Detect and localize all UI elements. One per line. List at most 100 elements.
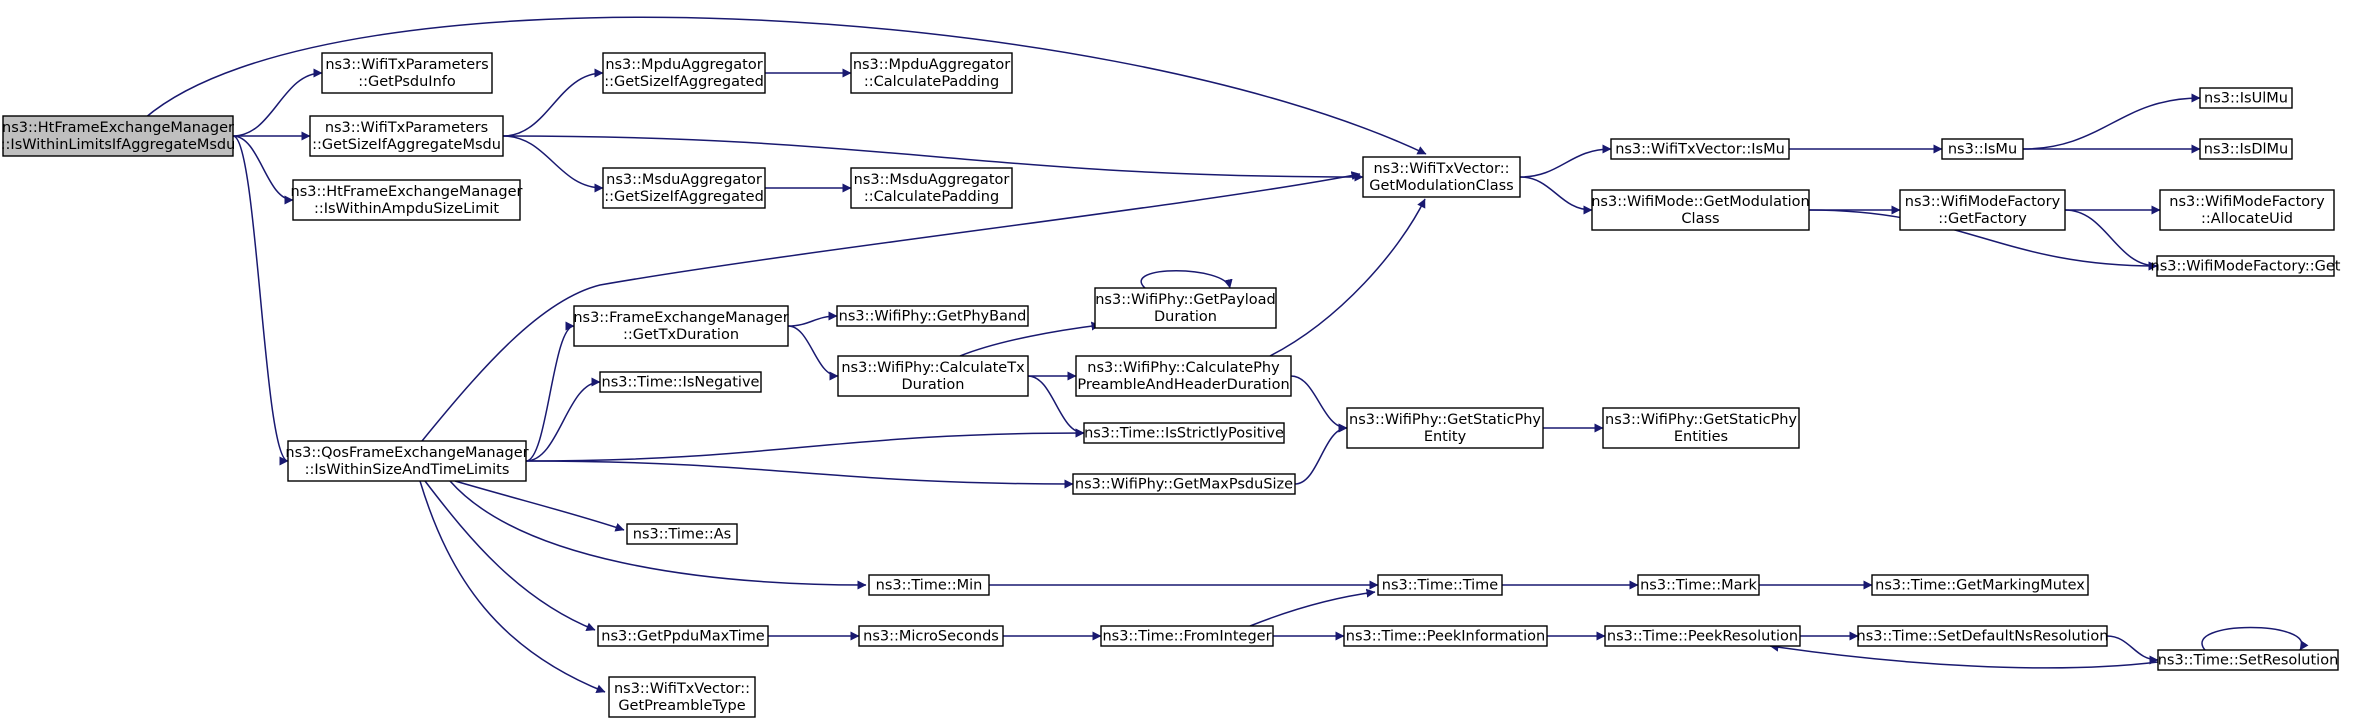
- node-htfem_ampdu[interactable]: ns3::HtFrameExchangeManager::IsWithinAmp…: [291, 179, 523, 221]
- node-phy_band[interactable]: ns3::WifiPhy::GetPhyBand: [836, 305, 1029, 327]
- node-label: ns3::Time::IsStrictlyPositive: [1084, 426, 1284, 442]
- node-box[interactable]: [1075, 355, 1292, 397]
- node-box[interactable]: [1637, 574, 1760, 596]
- node-box[interactable]: [309, 115, 504, 157]
- node-ismu[interactable]: ns3::IsMu: [1941, 138, 2024, 160]
- node-box[interactable]: [626, 523, 738, 545]
- node-box[interactable]: [602, 167, 766, 209]
- node-box[interactable]: [858, 625, 1004, 647]
- node-box[interactable]: [597, 625, 769, 647]
- node-box[interactable]: [287, 440, 527, 482]
- node-box[interactable]: [2199, 87, 2293, 109]
- node-box[interactable]: [292, 179, 521, 221]
- edge-qos_limits-to-fem_gettx: [525, 321, 575, 462]
- node-isulmu[interactable]: ns3::IsUlMu: [2199, 87, 2293, 109]
- node-mpdu_pad[interactable]: ns3::MpduAggregator::CalculatePadding: [850, 52, 1013, 94]
- node-time_fromint[interactable]: ns3::Time::FromInteger: [1100, 625, 1274, 647]
- node-time_peekres[interactable]: ns3::Time::PeekResolution: [1604, 625, 1801, 647]
- node-box[interactable]: [1871, 574, 2089, 596]
- node-box[interactable]: [2157, 649, 2339, 671]
- node-box[interactable]: [2159, 189, 2335, 231]
- node-wtp_getpsdu[interactable]: ns3::WifiTxParameters::GetPsduInfo: [321, 52, 493, 94]
- node-label: ns3::Time::Min: [876, 578, 983, 594]
- node-label: ns3::WifiPhy::CalculateTx: [841, 360, 1025, 376]
- node-txv_preamble[interactable]: ns3::WifiTxVector::GetPreambleType: [608, 676, 756, 718]
- node-isdlmu[interactable]: ns3::IsDlMu: [2199, 138, 2293, 160]
- node-time_setdef[interactable]: ns3::Time::SetDefaultNsResolution: [1857, 625, 2109, 647]
- node-mf_alloc[interactable]: ns3::WifiModeFactory::AllocateUid: [2159, 189, 2335, 231]
- node-box[interactable]: [1602, 407, 1800, 449]
- node-msdu_pad[interactable]: ns3::MsduAggregator::CalculatePadding: [850, 167, 1013, 209]
- node-box[interactable]: [1094, 287, 1277, 329]
- edge-qos_limits-to-ppdu_max: [424, 480, 596, 631]
- node-micro[interactable]: ns3::MicroSeconds: [858, 625, 1004, 647]
- node-box[interactable]: [1377, 574, 1503, 596]
- node-mode_getmod[interactable]: ns3::WifiMode::GetModulationClass: [1591, 189, 1810, 231]
- node-phy_maxpsdu[interactable]: ns3::WifiPhy::GetMaxPsduSize: [1072, 473, 1296, 495]
- node-label: ns3::Time::As: [633, 527, 731, 543]
- node-label: ns3::WifiPhy::GetStaticPhy: [1349, 412, 1541, 428]
- node-box[interactable]: [2199, 138, 2293, 160]
- node-time_peekinfo[interactable]: ns3::Time::PeekInformation: [1343, 625, 1548, 647]
- node-box[interactable]: [868, 574, 990, 596]
- node-qos_limits[interactable]: ns3::QosFrameExchangeManager::IsWithinSi…: [285, 440, 529, 482]
- node-box[interactable]: [1899, 189, 2066, 231]
- node-box[interactable]: [836, 305, 1029, 327]
- node-label: ns3::Time::GetMarkingMutex: [1875, 578, 2085, 594]
- node-box[interactable]: [1362, 156, 1521, 198]
- node-phy_preamble[interactable]: ns3::WifiPhy::CalculatePhyPreambleAndHea…: [1075, 355, 1292, 397]
- node-msdu_getsize[interactable]: ns3::MsduAggregator::GetSizeIfAggregated: [602, 167, 766, 209]
- node-box[interactable]: [837, 355, 1029, 397]
- node-mpdu_getsize[interactable]: ns3::MpduAggregator::GetSizeIfAggregated: [602, 52, 766, 94]
- node-time_setres[interactable]: ns3::Time::SetResolution: [2157, 649, 2339, 671]
- node-time_time[interactable]: ns3::Time::Time: [1377, 574, 1503, 596]
- node-label: ns3::FrameExchangeManager: [573, 310, 788, 326]
- node-txv_getmod[interactable]: ns3::WifiTxVector::GetModulationClass: [1362, 156, 1521, 198]
- edge-wtp_getsize-to-msdu_getsize: [502, 135, 604, 193]
- node-ppdu_max[interactable]: ns3::GetPpduMaxTime: [597, 625, 769, 647]
- node-time_as[interactable]: ns3::Time::As: [626, 523, 738, 545]
- node-box[interactable]: [2156, 255, 2335, 277]
- node-box[interactable]: [850, 167, 1013, 209]
- node-txv_ismu[interactable]: ns3::WifiTxVector::IsMu: [1610, 138, 1790, 160]
- edge-phy_maxpsdu-to-phy_static: [1294, 423, 1348, 485]
- node-box[interactable]: [573, 305, 789, 347]
- edge-time_setres-to-time_peekres: [1769, 642, 2159, 669]
- node-label: ns3::IsDlMu: [2204, 142, 2288, 158]
- node-time_isneg[interactable]: ns3::Time::IsNegative: [599, 371, 762, 393]
- node-mf_get[interactable]: ns3::WifiModeFactory::Get: [2151, 255, 2341, 277]
- node-box[interactable]: [321, 52, 493, 94]
- node-box[interactable]: [1072, 473, 1296, 495]
- node-mf_getfactory[interactable]: ns3::WifiModeFactory::GetFactory: [1899, 189, 2066, 231]
- node-root[interactable]: ns3::HtFrameExchangeManager::IsWithinLim…: [1, 115, 236, 157]
- node-box[interactable]: [599, 371, 762, 393]
- node-box[interactable]: [2, 115, 234, 157]
- node-box[interactable]: [1343, 625, 1548, 647]
- node-box[interactable]: [1941, 138, 2024, 160]
- node-box[interactable]: [850, 52, 1013, 94]
- node-time_ispos[interactable]: ns3::Time::IsStrictlyPositive: [1083, 422, 1285, 444]
- node-box[interactable]: [1346, 407, 1544, 449]
- node-box[interactable]: [1083, 422, 1285, 444]
- node-box[interactable]: [1591, 189, 1810, 231]
- node-label: ns3::Time::FromInteger: [1102, 629, 1271, 645]
- node-label: ns3::WifiPhy::GetPayload: [1095, 292, 1276, 308]
- node-time_mark[interactable]: ns3::Time::Mark: [1637, 574, 1760, 596]
- node-box[interactable]: [1857, 625, 2108, 647]
- node-label: ns3::MsduAggregator: [854, 172, 1010, 188]
- node-wtp_getsize[interactable]: ns3::WifiTxParameters::GetSizeIfAggregat…: [309, 115, 504, 157]
- node-box[interactable]: [608, 676, 756, 718]
- node-label: ::GetSizeIfAggregated: [604, 74, 764, 90]
- node-box[interactable]: [602, 52, 766, 94]
- node-box[interactable]: [1100, 625, 1274, 647]
- node-fem_gettx[interactable]: ns3::FrameExchangeManager::GetTxDuration: [573, 305, 789, 347]
- node-time_mutex[interactable]: ns3::Time::GetMarkingMutex: [1871, 574, 2089, 596]
- node-box[interactable]: [1610, 138, 1790, 160]
- node-box[interactable]: [1604, 625, 1801, 647]
- edge-qos_limits-to-time_isneg: [525, 377, 601, 462]
- node-time_min[interactable]: ns3::Time::Min: [868, 574, 990, 596]
